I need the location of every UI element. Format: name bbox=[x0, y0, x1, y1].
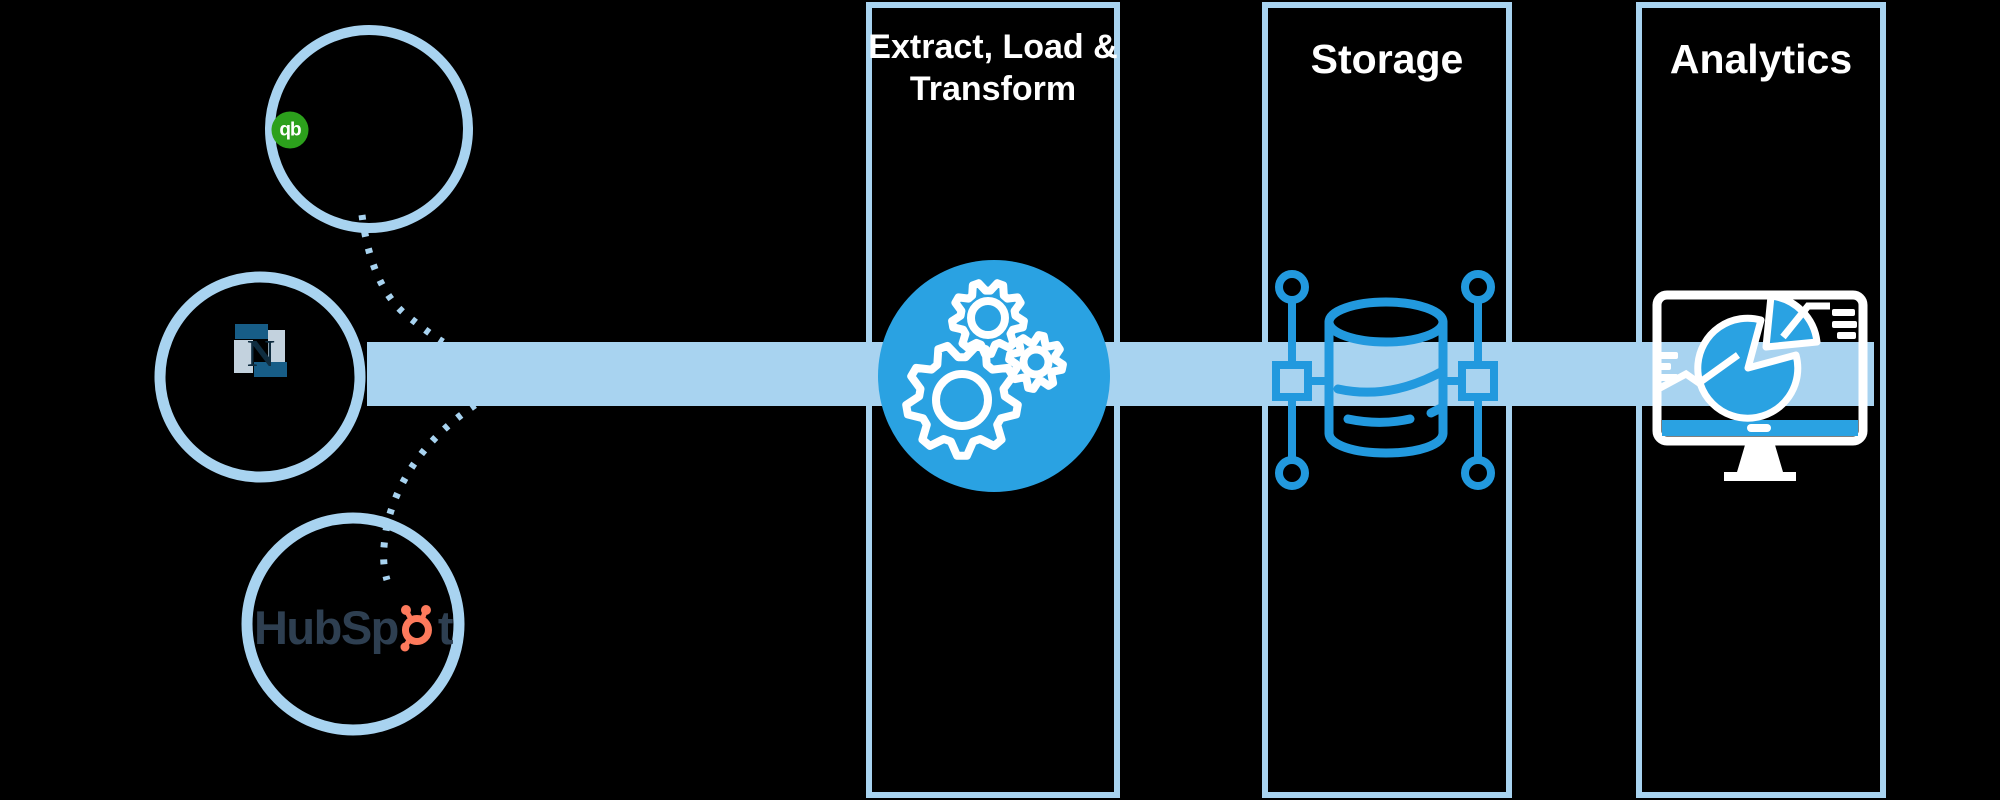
connector-hubspot-curve bbox=[380, 402, 477, 581]
pie-chart-main bbox=[1694, 314, 1802, 422]
quickbooks-logo-text: qb bbox=[279, 119, 301, 140]
monitor-pie-chart-icon bbox=[1652, 290, 1868, 481]
legend-dashes bbox=[1656, 309, 1857, 381]
data-flow-band bbox=[367, 342, 1874, 406]
hubspot-wordmark-after: t bbox=[437, 600, 454, 654]
source-circle-quickbooks bbox=[265, 25, 473, 233]
stage-panel-elt bbox=[866, 2, 1120, 798]
source-circle-netsuite bbox=[154, 271, 366, 483]
source-circle-hubspot bbox=[241, 512, 465, 736]
database-network-icon bbox=[1272, 270, 1498, 490]
netsuite-logo: N bbox=[234, 324, 287, 377]
stage-title-elt-line2: Transform bbox=[909, 70, 1077, 108]
stage-title-storage: Storage bbox=[1310, 36, 1464, 82]
hubspot-logo: HubSp t bbox=[253, 599, 454, 655]
stage-title-elt-line1: Extract, Load & bbox=[868, 28, 1118, 66]
dotted-connectors bbox=[358, 214, 477, 581]
connector-quickbooks-curve bbox=[358, 214, 445, 345]
quickbooks-logo-badge: qb bbox=[271, 111, 309, 149]
monitor-stand bbox=[1724, 445, 1796, 481]
hubspot-sprocket-icon bbox=[400, 605, 432, 652]
netsuite-monogram: N bbox=[247, 333, 274, 375]
gears-icon-background bbox=[878, 260, 1110, 492]
stage-panel-storage bbox=[1262, 2, 1512, 798]
stage-title-elt: Extract, Load & Transform bbox=[868, 26, 1117, 110]
stage-title-analytics: Analytics bbox=[1669, 36, 1853, 82]
gears-icon bbox=[902, 279, 1067, 460]
hubspot-wordmark-before: HubSp bbox=[253, 600, 399, 654]
stage-panel-analytics bbox=[1636, 2, 1886, 798]
